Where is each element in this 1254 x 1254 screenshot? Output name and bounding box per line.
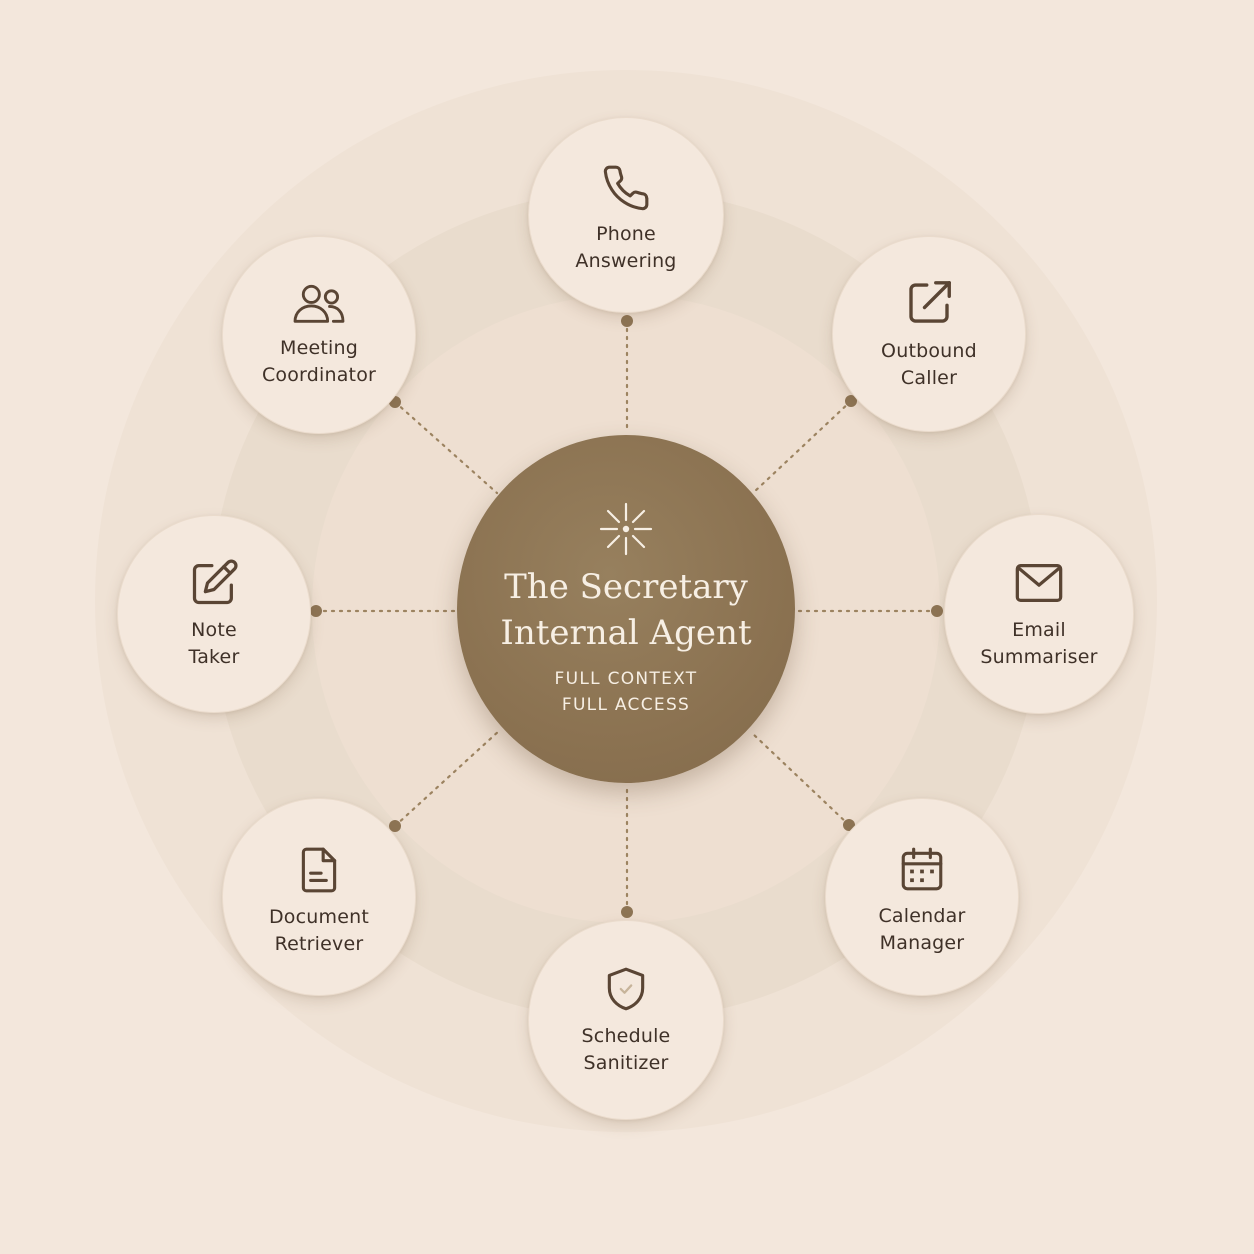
node-note-taker[interactable]: Note Taker bbox=[117, 515, 311, 713]
hub-subtitle-line2: FULL ACCESS bbox=[561, 695, 691, 715]
envelope-icon bbox=[1015, 564, 1063, 602]
phone-icon bbox=[603, 165, 649, 211]
node-label-line1: Phone bbox=[596, 223, 656, 245]
node-label: Note Taker bbox=[189, 617, 240, 671]
pencil-square-icon bbox=[192, 559, 238, 605]
node-label-line1: Outbound bbox=[881, 340, 977, 362]
connector-dot-note-taker bbox=[310, 605, 322, 617]
node-label-line1: Note bbox=[191, 619, 237, 641]
node-label: Phone Answering bbox=[575, 221, 676, 275]
node-calendar-manager[interactable]: Calendar Manager bbox=[825, 798, 1019, 996]
node-label: Document Retriever bbox=[269, 904, 369, 958]
document-icon bbox=[301, 847, 337, 893]
node-outbound-caller[interactable]: Outbound Caller bbox=[832, 236, 1026, 432]
hub-title: The Secretary Internal Agent bbox=[500, 564, 751, 656]
node-document-retriever[interactable]: Document Retriever bbox=[222, 798, 416, 996]
node-label: Meeting Coordinator bbox=[262, 335, 376, 389]
node-label-line2: Manager bbox=[879, 932, 965, 954]
node-label-line1: Schedule bbox=[581, 1025, 671, 1047]
sparkle-icon bbox=[599, 502, 653, 556]
node-label-line1: Email bbox=[1012, 619, 1066, 641]
node-label-line2: Retriever bbox=[274, 933, 364, 955]
node-label: Calendar Manager bbox=[878, 903, 965, 957]
node-label-line2: Summariser bbox=[980, 646, 1098, 668]
connector-dot-phone-answering bbox=[621, 315, 633, 327]
node-label-line1: Document bbox=[268, 906, 370, 928]
connector-dot-document-retriever bbox=[389, 820, 401, 832]
external-link-icon bbox=[909, 281, 951, 323]
node-label: Schedule Sanitizer bbox=[582, 1023, 671, 1077]
node-label-line1: Meeting bbox=[279, 337, 358, 359]
node-label-line2: Taker bbox=[188, 646, 240, 668]
node-label-line2: Coordinator bbox=[261, 364, 377, 386]
node-phone-answering[interactable]: Phone Answering bbox=[528, 117, 724, 313]
node-label-line2: Sanitizer bbox=[583, 1052, 669, 1074]
node-schedule-sanitizer[interactable]: Schedule Sanitizer bbox=[528, 920, 724, 1120]
node-email-summariser[interactable]: Email Summariser bbox=[944, 514, 1134, 714]
calendar-icon bbox=[901, 847, 943, 891]
connector-meeting-coordinator bbox=[393, 400, 499, 495]
shield-icon bbox=[607, 967, 645, 1011]
connector-calendar-manager bbox=[750, 731, 851, 827]
hub-title-line2: Internal Agent bbox=[500, 613, 752, 653]
users-icon bbox=[293, 284, 345, 323]
node-label-line2: Caller bbox=[900, 367, 958, 389]
connector-dot-outbound-caller bbox=[845, 395, 857, 407]
connector-dot-schedule-sanitizer bbox=[621, 906, 633, 918]
connector-outbound-caller bbox=[751, 399, 853, 495]
secretary-agent-hub[interactable]: The Secretary Internal Agent FULL CONTEX… bbox=[457, 435, 795, 783]
node-label-line2: Answering bbox=[575, 250, 677, 272]
connector-document-retriever bbox=[393, 728, 502, 828]
node-label-line1: Calendar bbox=[878, 905, 966, 927]
node-meeting-coordinator[interactable]: Meeting Coordinator bbox=[222, 236, 416, 434]
node-label: Email Summariser bbox=[980, 617, 1097, 671]
hub-title-line1: The Secretary bbox=[504, 567, 748, 607]
connector-dot-email-summariser bbox=[931, 605, 943, 617]
hub-subtitle: FULL CONTEXT FULL ACCESS bbox=[555, 666, 698, 718]
hub-subtitle-line1: FULL CONTEXT bbox=[554, 669, 698, 689]
node-label: Outbound Caller bbox=[881, 338, 977, 392]
